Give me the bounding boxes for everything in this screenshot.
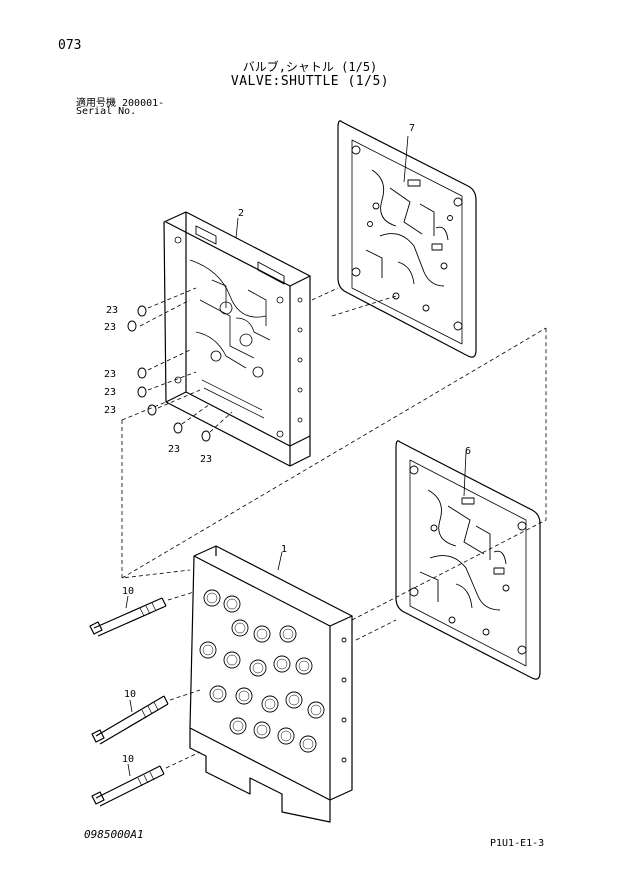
gasket-plate-7 bbox=[337, 120, 477, 358]
gasket-plate-6 bbox=[395, 440, 541, 680]
title-english: VALVE:SHUTTLE (1/5) bbox=[230, 74, 390, 89]
callout-23: 23 bbox=[104, 322, 116, 333]
o-ring-23 bbox=[127, 305, 211, 442]
callout-23: 23 bbox=[200, 454, 212, 465]
bolt-10-top bbox=[89, 597, 167, 637]
callout-23: 23 bbox=[104, 387, 116, 398]
callout-6: 6 bbox=[465, 446, 471, 457]
valve-block-2 bbox=[163, 211, 311, 467]
callout-23: 23 bbox=[106, 305, 118, 316]
serial-label-japanese: 適用号機 200001- bbox=[76, 98, 165, 109]
callout-23: 23 bbox=[104, 369, 116, 380]
callout-10-top: 10 bbox=[122, 586, 134, 597]
callout-10-middle: 10 bbox=[124, 689, 136, 700]
drawing-code: 0985000A1 bbox=[84, 828, 144, 841]
callout-10-bottom: 10 bbox=[122, 754, 134, 765]
serial-label-english: Serial No. bbox=[76, 106, 137, 117]
bolt-10-middle bbox=[91, 695, 169, 745]
title-japanese: バルブ,シャトル (1/5) bbox=[242, 60, 378, 74]
page-number: 073 bbox=[58, 38, 82, 53]
callout-23: 23 bbox=[168, 444, 180, 455]
callout-7: 7 bbox=[409, 123, 415, 134]
bolt-10-bottom bbox=[91, 765, 165, 807]
callout-23: 23 bbox=[104, 405, 116, 416]
page-reference: P1U1-E1-3 bbox=[490, 838, 545, 849]
callout-2: 2 bbox=[238, 208, 244, 219]
valve-block-1 bbox=[189, 545, 353, 823]
callout-1: 1 bbox=[281, 544, 287, 555]
